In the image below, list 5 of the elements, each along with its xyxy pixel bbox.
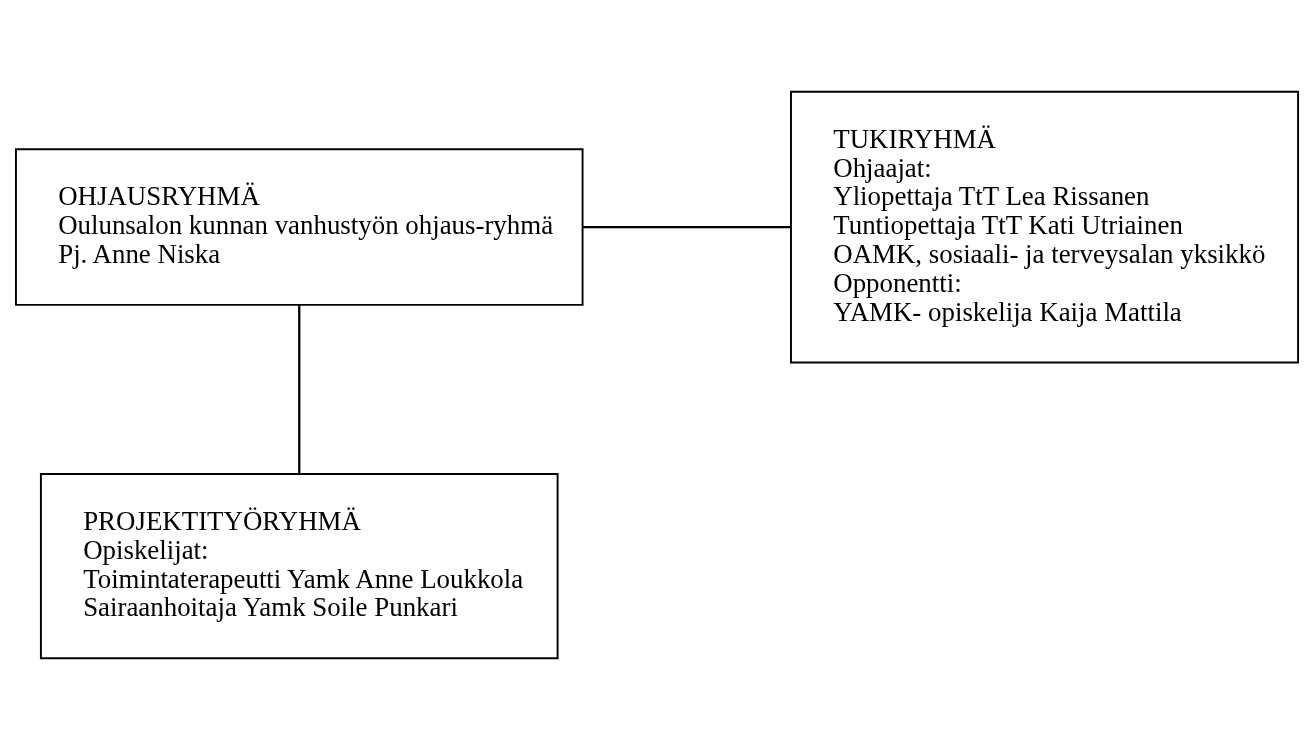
connector <box>583 225 791 228</box>
connector <box>298 304 301 474</box>
node-box: PROJEKTITYÖRYHMÄ Opiskelijat: Toimintaterapeutti Yamk Anne Loukkola Sairaanhoitaja Yamk Soile Punkari <box>39 472 559 659</box>
node-box: OHJAUSRYHMÄ Oulunsalon kunnan vanhustyön ohjaus-ryhmä Pj. Anne Niska <box>15 147 584 306</box>
node-box: TUKIRYHMÄ Ohjaajat: Yliopettaja TtT Lea Rissanen Tuntiopettaja TtT Kati Utriainen OAMK, sosiaali- ja terveysalan yksikkö Opponentti: YAMK- opiskelija Kaija Mattila <box>790 90 1299 363</box>
